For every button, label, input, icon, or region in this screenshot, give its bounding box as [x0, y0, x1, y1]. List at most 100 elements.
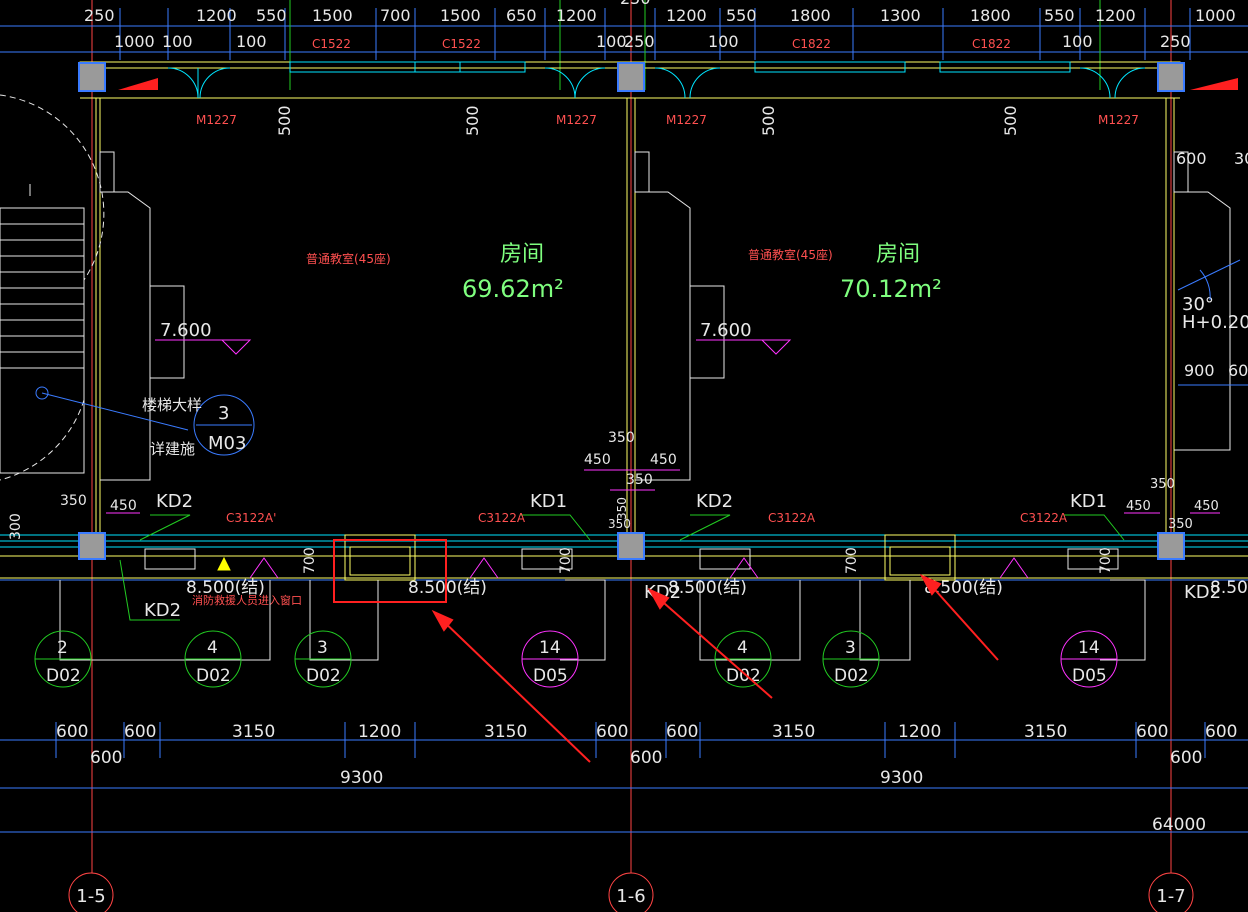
- dim-text: 300: [8, 513, 24, 540]
- detail-ref: D02: [196, 666, 231, 686]
- dim-text: 450: [1194, 499, 1219, 514]
- dim-text: 350: [1168, 517, 1193, 532]
- top-dim-text: 250: [624, 32, 655, 51]
- span-dim-text: 9300: [340, 768, 383, 788]
- room-name: 房间: [500, 242, 544, 267]
- level-text: 8.500(结): [924, 578, 1003, 598]
- dim-500: 500: [275, 105, 294, 136]
- columns-bottom: [78, 532, 1185, 560]
- top-dim-text: 100: [236, 32, 267, 51]
- kd-labels: KD2 KD1 KD2 KD1 KD2 KD2 KD2: [144, 491, 1221, 621]
- level-text: 8.50: [1210, 578, 1248, 598]
- detail-ref: D05: [1072, 666, 1107, 686]
- dim-500: 500: [463, 105, 482, 136]
- detail-num: 4: [737, 638, 748, 658]
- top-dim-text: 1000: [114, 32, 155, 51]
- room-area: 69.62m²: [462, 275, 564, 303]
- dim-text: 700: [844, 547, 860, 574]
- window-label: C1822: [972, 37, 1011, 51]
- detail-circles-magenta: [521, 630, 1118, 688]
- dim-text: 900: [1184, 361, 1215, 380]
- top-dim-text: 550: [256, 6, 287, 25]
- detail-num: 14: [1078, 638, 1100, 658]
- top-dim-text: 1200: [1095, 6, 1136, 25]
- top-dim-text: 1200: [666, 6, 707, 25]
- kd-leaders: [119, 514, 1125, 621]
- top-dim-text: 700: [380, 6, 411, 25]
- window-label: C1522: [312, 37, 351, 51]
- door-label: M1227: [666, 113, 707, 127]
- detail-callouts: [59, 579, 1146, 661]
- detail-num: 4: [207, 638, 218, 658]
- top-dim-text: 1200: [196, 6, 237, 25]
- level-text: 8.500(结): [186, 578, 265, 598]
- dim-text: 350: [615, 497, 629, 520]
- small-dims: 350 450 450 450 350 350 350 350 700 700 …: [8, 430, 1114, 574]
- dim-text: 450: [110, 498, 137, 514]
- axis-labels: 1-5 1-6 1-7: [76, 886, 1185, 907]
- dim-text: 700: [1098, 547, 1114, 574]
- dim-text: 350: [626, 472, 653, 488]
- kd-label: KD2: [144, 600, 181, 621]
- window-label: C3122A': [226, 511, 276, 525]
- room-1: 普通教室(45座) 房间 69.62m² 7.600: [155, 242, 564, 355]
- right-edge-lines: [1177, 259, 1248, 386]
- struct-levels: 8.500(结) 8.500(结) 8.500(结) 8.500(结) 8.50: [186, 578, 1248, 598]
- kd-label: KD1: [1070, 491, 1107, 512]
- top-dim-text: 1000: [1195, 6, 1236, 25]
- detail-ref: D05: [533, 666, 568, 686]
- top-dim-text: 1200: [556, 6, 597, 25]
- bottom-dim-text: 600: [1170, 748, 1202, 768]
- angle-text: 30°: [1182, 294, 1214, 315]
- right-edge: 30° H+0.20 600 30 900 60 350 450 350 450: [1126, 149, 1248, 532]
- door-label: M1227: [196, 113, 237, 127]
- detail-texts: 2 D02 4 D02 3 D02 14 D05 4 D02 3 D02 14 …: [46, 638, 1107, 686]
- detail-ref: D02: [834, 666, 869, 686]
- window-label: C1522: [442, 37, 481, 51]
- top-dim-text: 550: [1044, 6, 1075, 25]
- window-label: C3122A: [768, 511, 816, 525]
- dim-text: 450: [1126, 499, 1151, 514]
- bottom-dim-text: 600: [90, 748, 122, 768]
- dim-text: 450: [650, 452, 677, 468]
- top-dim-text: 100: [596, 32, 627, 51]
- dim-500: 500: [1001, 105, 1020, 136]
- bottom-dim-text: 1200: [898, 722, 941, 742]
- axis-label: 1-5: [76, 886, 105, 907]
- level-text: 8.500(结): [668, 578, 747, 598]
- door-label: M1227: [1098, 113, 1139, 127]
- top-dim-text: 250: [84, 6, 115, 25]
- room-level: 7.600: [160, 320, 212, 341]
- top-dim-text: 1500: [312, 6, 353, 25]
- highlight-annotation: [333, 539, 999, 763]
- top-dim-text: 100: [1062, 32, 1093, 51]
- top-dim-text: 100: [708, 32, 739, 51]
- bottom-dim-text: 3150: [772, 722, 815, 742]
- room-2: 普通教室(45座) 房间 70.12m² 7.600: [696, 242, 942, 355]
- window-label: C1822: [792, 37, 831, 51]
- stair-note-num: 3: [218, 403, 229, 424]
- dim-text: 350: [608, 517, 631, 531]
- top-dim-texts-row1: 250 1200 550 1500 700 1500 650 1200 250 …: [84, 0, 1236, 25]
- top-dim-text: 1300: [880, 6, 921, 25]
- fire-note: 消防救援人员进入窗口: [192, 593, 302, 607]
- dim-text: 450: [584, 452, 611, 468]
- bottom-dim-text: 1200: [358, 722, 401, 742]
- wall-500-dims: 500 500 500 500: [275, 105, 1020, 136]
- top-dim-text: 1800: [970, 6, 1011, 25]
- arrow-head: [647, 587, 670, 610]
- bottom-window-labels: C3122A' C3122A C3122A C3122A: [226, 511, 1068, 525]
- bottom-dim-text: 600: [1136, 722, 1168, 742]
- detail-num: 3: [317, 638, 328, 658]
- total-dim-text: 64000: [1152, 815, 1206, 835]
- arrow-line: [655, 595, 773, 699]
- top-dim-text: 650: [506, 6, 537, 25]
- fire-symbols: [118, 78, 1238, 90]
- detail-num: 3: [845, 638, 856, 658]
- dim-text: 350: [608, 430, 635, 446]
- top-dim-text: 1800: [790, 6, 831, 25]
- window-label: C3122A: [1020, 511, 1068, 525]
- arrow-head: [431, 609, 454, 632]
- bottom-dim-text: 600: [124, 722, 156, 742]
